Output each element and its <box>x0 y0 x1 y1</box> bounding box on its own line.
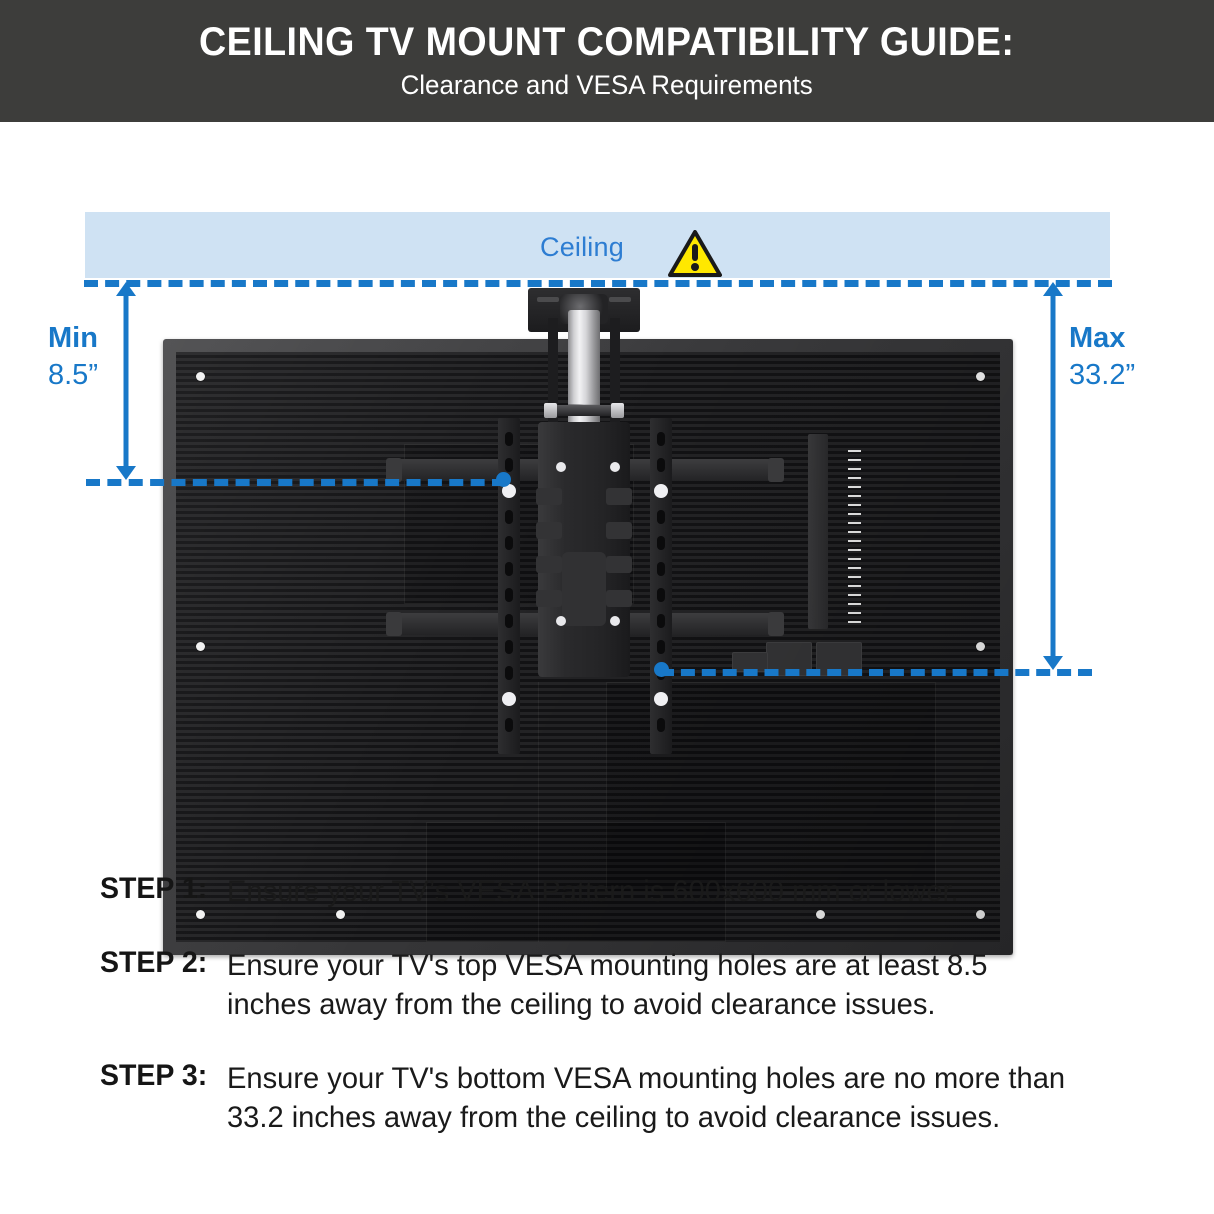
max-dimension-arrow <box>1042 282 1064 670</box>
tv-screw <box>976 910 985 919</box>
ceiling-surface <box>85 212 1110 278</box>
min-dimension-value: 8.5” <box>48 359 98 392</box>
tv-panel-seam <box>426 822 726 942</box>
vesa-vertical-rail-right <box>650 418 672 754</box>
max-dimension-value: 33.2” <box>1069 359 1136 392</box>
page-title: CEILING TV MOUNT COMPATIBILITY GUIDE: <box>199 20 1015 64</box>
header-banner: CEILING TV MOUNT COMPATIBILITY GUIDE: Cl… <box>0 0 1214 122</box>
min-clearance-line <box>86 479 506 486</box>
mount-plate-hole <box>556 462 566 472</box>
mount-back-plate <box>538 422 630 677</box>
max-clearance-anchor-dot <box>654 662 669 677</box>
tv-screw <box>196 910 205 919</box>
max-clearance-line <box>660 669 1092 676</box>
step-item: STEP 3: Ensure your TV's bottom VESA mou… <box>0 1059 1214 1138</box>
step-label: STEP 3: <box>100 1058 208 1092</box>
tv-io-ports <box>848 450 861 645</box>
ceiling-reference-line <box>84 280 1112 287</box>
step-label: STEP 1: <box>100 872 208 905</box>
tv-panel-seam <box>538 682 539 942</box>
ceiling-label: Ceiling <box>540 232 624 262</box>
pole-bolt <box>544 403 624 418</box>
step-text: Ensure your TV's bottom VESA mounting ho… <box>226 1061 1065 1135</box>
mount-plate-hole <box>610 462 620 472</box>
mount-claw <box>606 590 632 607</box>
mount-claw <box>536 522 562 539</box>
tv-screw <box>976 372 985 381</box>
warning-triangle-icon <box>668 230 722 277</box>
diagram-illustration: Ceiling <box>0 122 1214 955</box>
step-item: STEP 2: Ensure your TV's top VESA mounti… <box>0 946 1214 1025</box>
mount-plate-hole <box>556 616 566 626</box>
tv-screw <box>976 642 985 651</box>
mount-claw <box>536 488 562 505</box>
page-subtitle: Clearance and VESA Requirements <box>400 70 814 100</box>
vesa-vertical-rail-left <box>498 418 520 754</box>
tv-screw <box>196 372 205 381</box>
steps-list: STEP 1: Ensure your TV’s VESA Pattern is… <box>0 872 1214 1172</box>
mount-plate-hole <box>610 616 620 626</box>
tv-screw <box>336 910 345 919</box>
step-text: Ensure your TV's top VESA mounting holes… <box>226 948 988 1022</box>
max-dimension-title: Max <box>1069 322 1126 354</box>
tv-io-rail <box>808 434 828 629</box>
min-dimension-label: Min 8.5” <box>48 320 98 394</box>
tv-screw <box>196 642 205 651</box>
tv-screw <box>816 910 825 919</box>
max-dimension-label: Max 33.2” <box>1069 320 1135 394</box>
mount-claw <box>606 488 632 505</box>
mount-claw <box>536 590 562 607</box>
mount-claw <box>536 556 562 573</box>
step-label: STEP 2: <box>100 945 208 979</box>
min-dimension-title: Min <box>48 322 98 354</box>
mount-claw <box>606 522 632 539</box>
mount-claw <box>606 556 632 573</box>
step-item: STEP 1: Ensure your TV’s VESA Pattern is… <box>0 872 1214 912</box>
min-dimension-arrow <box>115 282 137 480</box>
min-clearance-anchor-dot <box>496 472 511 487</box>
mount-back-plate-notch <box>562 552 606 626</box>
step-text: Ensure your TV’s VESA Pattern is 600x600… <box>226 875 959 908</box>
